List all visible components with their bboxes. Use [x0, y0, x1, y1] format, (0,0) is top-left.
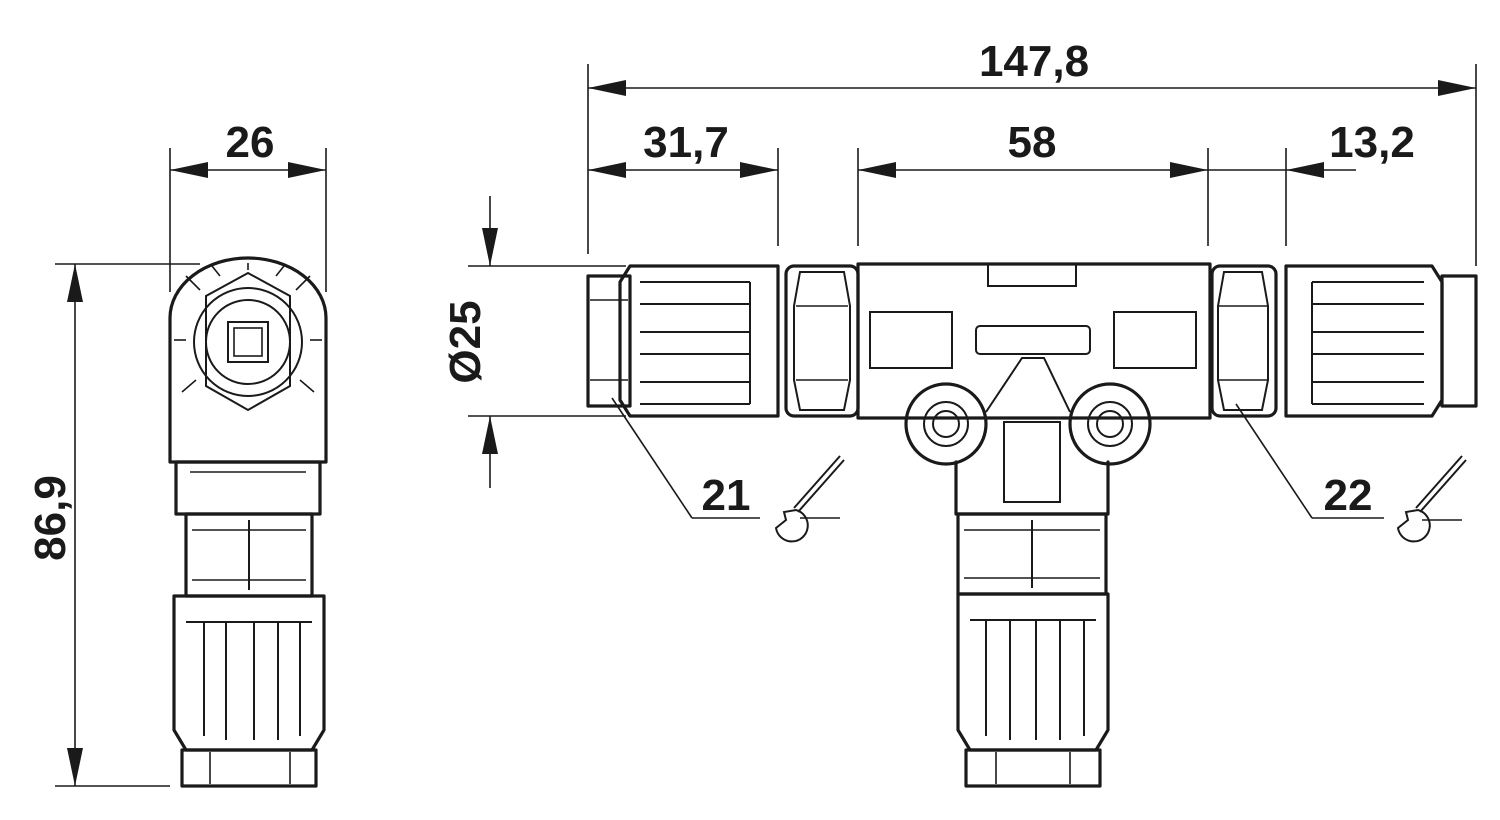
- wrench-icon: [1396, 455, 1467, 543]
- dimension-right-nut: 13,2: [1208, 118, 1415, 178]
- dim-side-height-label: 86,9: [26, 475, 75, 561]
- callout-left-label: 21: [702, 471, 751, 520]
- dim-total-length-label: 147,8: [979, 37, 1089, 86]
- dim-right-nut-label: 13,2: [1329, 118, 1415, 167]
- dimension-width-side: 26: [169, 118, 327, 292]
- callout-right-label: 22: [1324, 471, 1373, 520]
- dim-side-width-label: 26: [226, 118, 275, 167]
- dimension-center: 58: [858, 118, 1208, 178]
- side-view: [168, 256, 328, 788]
- dim-left-nut-label: 31,7: [643, 118, 729, 167]
- dim-center-label: 58: [1008, 118, 1057, 167]
- callout-right-wrench: 22: [1235, 403, 1467, 543]
- callout-left-wrench: 21: [611, 397, 845, 543]
- dimension-total-length: 147,8: [588, 37, 1476, 96]
- dimension-diameter: Ø25: [441, 196, 626, 488]
- extension-lines: [587, 64, 1477, 266]
- dimension-left-nut: 31,7: [588, 118, 778, 178]
- front-view: [586, 262, 1478, 788]
- dimension-height-side: 86,9: [26, 263, 200, 787]
- wrench-icon: [774, 455, 845, 543]
- dim-diameter-label: Ø25: [441, 300, 490, 383]
